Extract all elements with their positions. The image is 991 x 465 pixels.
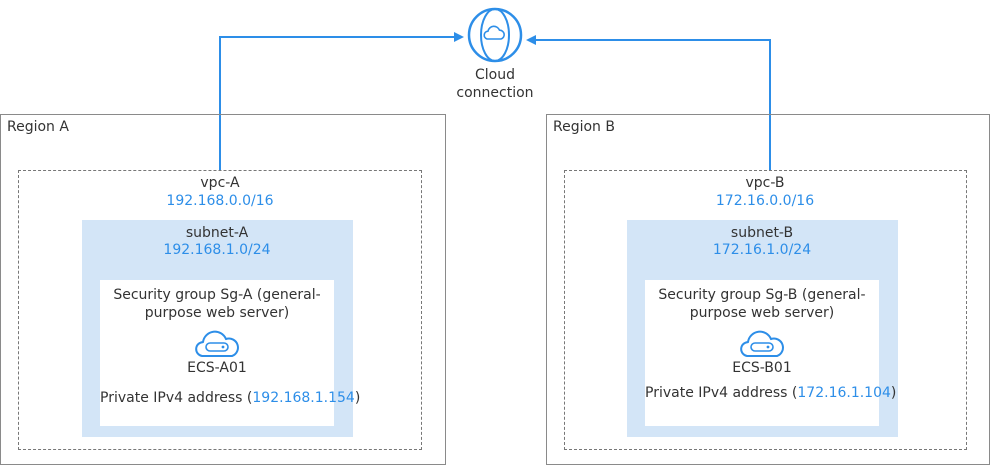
- security-group-b-label-line2: purpose web server): [689, 305, 835, 321]
- cloud-connection-label-line1: Cloud: [475, 67, 515, 83]
- ecs-a01-name: ECS-A01: [187, 360, 247, 376]
- ecs-a01-ip-prefix: Private IPv4 address (: [100, 390, 253, 406]
- cloud-connection-icon: [467, 7, 523, 63]
- vpc-b-cidr: 172.16.0.0/16: [715, 193, 815, 209]
- vpc-b-name: vpc-B: [745, 175, 785, 191]
- region-a-label: Region A: [7, 119, 69, 135]
- security-group-a-label-line2: purpose web server): [144, 305, 290, 321]
- ecs-b01-name: ECS-B01: [732, 360, 792, 376]
- subnet-a-name: subnet-A: [185, 225, 249, 241]
- security-group-a-label: Security group Sg-A (general- purpose we…: [100, 286, 334, 322]
- ecs-b01-ip: 172.16.1.104: [797, 385, 891, 401]
- cloud-connection-label-line2: connection: [456, 85, 534, 101]
- ecs-a01-ip-suffix: ): [354, 390, 361, 406]
- ecs-b01-ip-line: Private IPv4 address (172.16.1.104): [645, 384, 896, 402]
- cloud-connection-label: Cloud connection: [445, 66, 545, 102]
- ecs-a01-ip-line: Private IPv4 address (192.168.1.154): [100, 389, 360, 407]
- ecs-a01-ip: 192.168.1.154: [252, 390, 355, 406]
- vpc-a-cidr: 192.168.0.0/16: [166, 193, 274, 209]
- subnet-b-name: subnet-B: [730, 225, 794, 241]
- ecs-b01-ip-suffix: ): [890, 385, 897, 401]
- arrow-vpc-a-to-cloud: [219, 32, 464, 170]
- vpc-b: [564, 170, 967, 450]
- arrow-vpc-b-to-cloud: [526, 35, 771, 170]
- ecs-b01-ip-prefix: Private IPv4 address (: [645, 385, 798, 401]
- security-group-b-label-line1: Security group Sg-B (general-: [658, 287, 866, 303]
- vpc-a-name: vpc-A: [200, 175, 240, 191]
- subnet-b-cidr: 172.16.1.0/24: [712, 242, 812, 258]
- vpc-a: [18, 170, 422, 450]
- subnet-a-cidr: 192.168.1.0/24: [163, 242, 271, 258]
- ecs-b01-icon: [740, 330, 784, 357]
- region-b-label: Region B: [553, 119, 615, 135]
- ecs-a01-icon: [195, 330, 239, 357]
- security-group-b-label: Security group Sg-B (general- purpose we…: [645, 286, 879, 322]
- security-group-a-label-line1: Security group Sg-A (general-: [113, 287, 321, 303]
